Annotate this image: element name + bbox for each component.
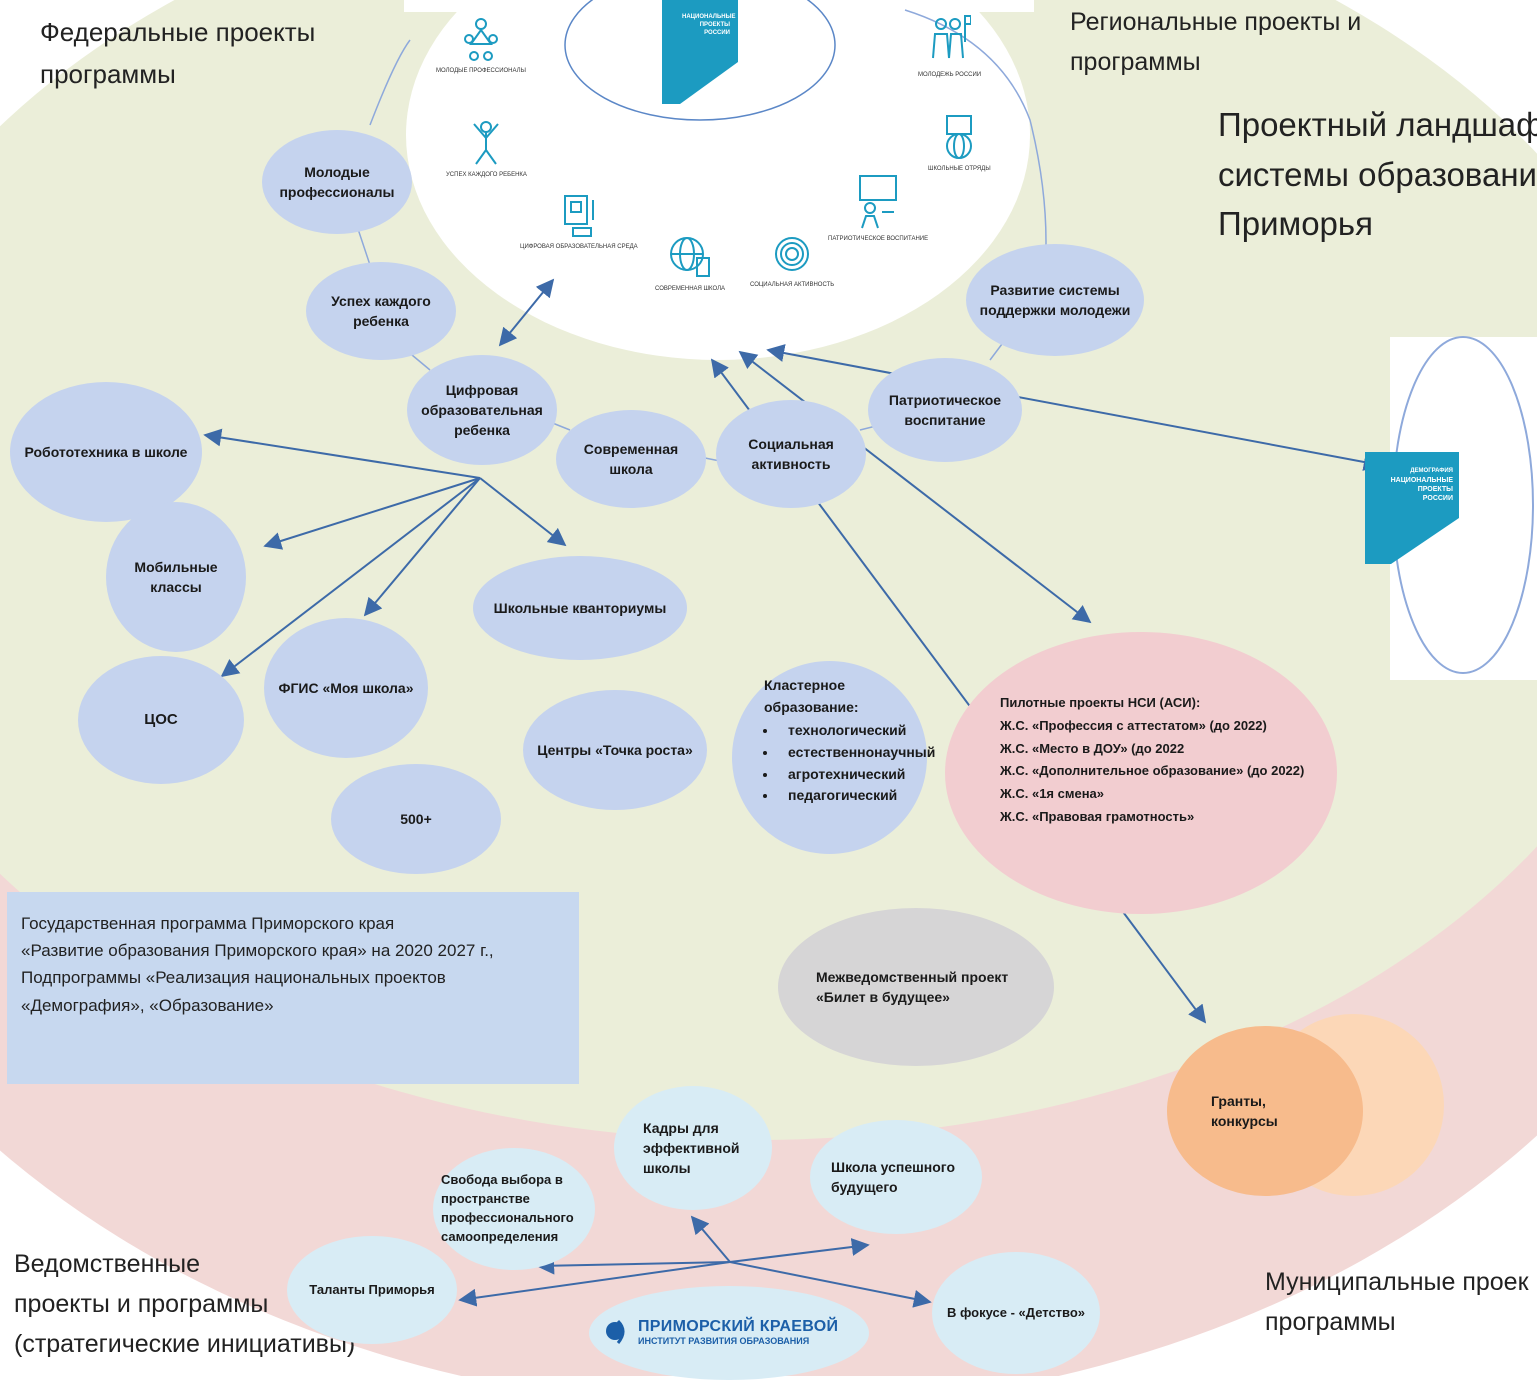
five-hundred-plus-bubble: 500+ [331, 764, 501, 874]
people-network-icon [463, 18, 498, 61]
cluster-education-bubble: Кластерное образование: технологический … [732, 661, 935, 854]
people-flag-icon [931, 15, 971, 59]
fingerprint-icon [775, 237, 810, 271]
pilot-item: Ж.С. «Правовая грамотность» [1000, 808, 1195, 824]
icon-youth-russia: МОЛОДЕЖЬ РОССИИ [918, 12, 981, 78]
icon-patriotic: ПАТРИОТИЧЕСКОЕ ВОСПИТАНИЕ [828, 172, 928, 242]
pilot-item: Ж.С. «Место в ДОУ» (до 2022 [1000, 740, 1185, 756]
youth-support-bubble: Развитие системы поддержки молодежи [966, 244, 1144, 356]
young-professionals-bubble: Молодые профессионалы [262, 130, 412, 234]
freedom-of-choice-bubble: Свобода выбора в пространстве профессион… [433, 1148, 595, 1270]
cluster-item: педагогический [778, 785, 927, 807]
globe-building-icon [946, 115, 973, 159]
top-white-zone [406, 0, 1030, 360]
school-quantoriums-bubble: Школьные кванториумы [473, 556, 687, 660]
icon-digital-env: ЦИФРОВАЯ ОБРАЗОВАТЕЛЬНАЯ СРЕДА [520, 190, 638, 250]
robotics-bubble: Робототехника в школе [10, 382, 202, 522]
institute-logo: ПРИМОРСКИЙ КРАЕВОЙ ИНСТИТУТ РАЗВИТИЯ ОБР… [604, 1318, 838, 1346]
computer-icon [563, 195, 594, 237]
cluster-item: агротехнический [778, 764, 927, 786]
pilot-item: Ж.С. «1я смена» [1000, 786, 1105, 801]
child-jump-icon [473, 121, 500, 165]
pilot-projects-bubble: Пилотные проекты НСИ (АСИ): Ж.С. «Профес… [945, 632, 1337, 914]
pilot-item: Ж.С. «Профессия с аттестатом» (до 2022) [1000, 717, 1267, 733]
institute-emblem-icon [606, 1319, 625, 1344]
focus-childhood-bubble: В фокусе - «Детство» [932, 1252, 1100, 1374]
icon-young-professionals: МОЛОДЫЕ ПРОФЕССИОНАЛЫ [436, 14, 526, 74]
icon-school-teams: ШКОЛЬНЫЕ ОТРЯДЫ [928, 112, 991, 172]
grants-contests-bubble: Гранты, конкурсы [1167, 1026, 1363, 1196]
cluster-item: естественнонаучный [778, 742, 935, 764]
state-program-box: Государственная программа Приморского кр… [7, 892, 579, 1084]
growth-points-bubble: Центры «Точка роста» [523, 690, 707, 810]
national-projects-logo-shape [662, 0, 738, 104]
talents-primorye-bubble: Таланты Приморья [287, 1236, 457, 1344]
modern-school-bubble: Современная школа [556, 410, 706, 508]
institute-bubble [589, 1286, 869, 1380]
teacher-board-icon [859, 175, 898, 229]
demography-logo-shape [1365, 452, 1459, 564]
pilot-item: Ж.С. «Дополнительное образование» (до 20… [1000, 763, 1305, 779]
mobile-classes-bubble: Мобильные классы [106, 502, 246, 652]
globe-icon [670, 237, 710, 277]
ticket-to-future-bubble: Межведомственный проект «Билет в будущее… [778, 908, 1054, 1066]
personnel-effective-school-bubble: Кадры для эффективной школы [614, 1086, 772, 1210]
success-every-child-bubble: Успех каждого ребенка [306, 262, 456, 360]
patriotic-education-bubble: Патриотическое воспитание [868, 358, 1022, 462]
icon-modern-school: СОВРЕМЕННАЯ ШКОЛА [655, 232, 725, 292]
social-activity-bubble: Социальная активность [716, 400, 866, 508]
digital-environment-bubble: Цифровая образовательная ребенка [407, 355, 557, 465]
school-successful-future-bubble: Школа успешного будущего [810, 1120, 982, 1234]
tsos-bubble: ЦОС [78, 656, 244, 784]
icon-social-activity: СОЦИАЛЬНАЯ АКТИВНОСТЬ [750, 234, 834, 288]
cluster-item: технологический [778, 720, 927, 742]
icon-success-child: УСПЕХ КАЖДОГО РЕБЕНКА [446, 118, 527, 178]
fgis-my-school-bubble: ФГИС «Моя школа» [264, 618, 428, 758]
